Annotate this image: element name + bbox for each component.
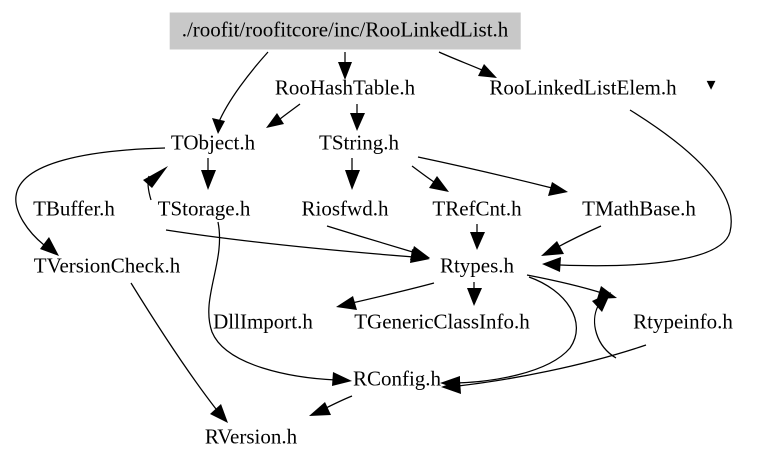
edge-root-roohashtable	[338, 52, 352, 80]
edge-tstring-tmathbase	[417, 156, 568, 196]
edge-rtypes-tgenericclassinfo	[467, 282, 482, 306]
edge-tobject-tversioncheck	[15, 147, 166, 256]
edge-root-tobject	[212, 51, 269, 134]
edge-rconfig-rversion	[309, 395, 353, 416]
edge-roohashtable-tstring	[350, 104, 365, 131]
node-rtypes[interactable]: Rtypes.h	[439, 253, 515, 278]
edge-rtypes-rtypeinfo	[526, 274, 617, 299]
edge-riosfwd-rtypes	[326, 225, 430, 260]
node-dllimport[interactable]: DllImport.h	[213, 309, 313, 334]
edge-root-roolinkedlistelem	[438, 51, 497, 78]
node-tstorage[interactable]: TStorage.h	[157, 196, 251, 221]
edge-rtypes-dllimport	[336, 282, 435, 310]
node-tbuffer[interactable]: TBuffer.h	[33, 196, 115, 221]
edge-tversioncheck-rversion	[130, 282, 228, 423]
edge-tbuffer-tobject	[143, 166, 168, 201]
node-tstring[interactable]: TString.h	[319, 130, 399, 155]
node-riosfwd[interactable]: Riosfwd.h	[301, 196, 389, 221]
edge-roolinkedlistelem-rtypes	[542, 109, 732, 272]
edge-trefcnt-rtypes	[470, 224, 485, 250]
node-tgenericclassinfo[interactable]: TGenericClassInfo.h	[354, 309, 530, 334]
node-tobject[interactable]: TObject.h	[170, 130, 256, 155]
edge-tobject-tstorage	[201, 158, 216, 190]
edge-roohashtable-tobject	[266, 103, 301, 128]
edge-tstorage-rconfig	[208, 221, 352, 386]
node-roohashtable[interactable]: RooHashTable.h	[274, 75, 416, 100]
edge-tstring-trefcnt	[411, 165, 449, 192]
edge-rtypeinfo-rtypes	[592, 292, 617, 359]
edge-tstring-riosfwd	[345, 158, 360, 190]
edge-rtypeinfo-rconfig	[441, 344, 647, 394]
node-rversion[interactable]: RVersion.h	[204, 424, 298, 449]
node-rconfig[interactable]: RConfig.h	[352, 366, 442, 391]
edge-rtypes-rconfig	[440, 276, 577, 390]
node-trefcnt[interactable]: TRefCnt.h	[432, 196, 522, 221]
node-roolinkedlistelem[interactable]: RooLinkedListElem.h	[489, 75, 677, 100]
node-tmathbase[interactable]: TMathBase.h	[582, 196, 696, 221]
collapsed-marker-icon[interactable]: ▼	[703, 77, 719, 94]
node-rtypeinfo[interactable]: Rtypeinfo.h	[633, 309, 733, 334]
node-root[interactable]: ./roofit/roofitcore/inc/RooLinkedList.h	[169, 12, 521, 50]
node-tversioncheck[interactable]: TVersionCheck.h	[33, 253, 181, 278]
edge-tstorage-rtypes	[165, 229, 430, 263]
edge-tmathbase-rtypes	[541, 225, 602, 256]
